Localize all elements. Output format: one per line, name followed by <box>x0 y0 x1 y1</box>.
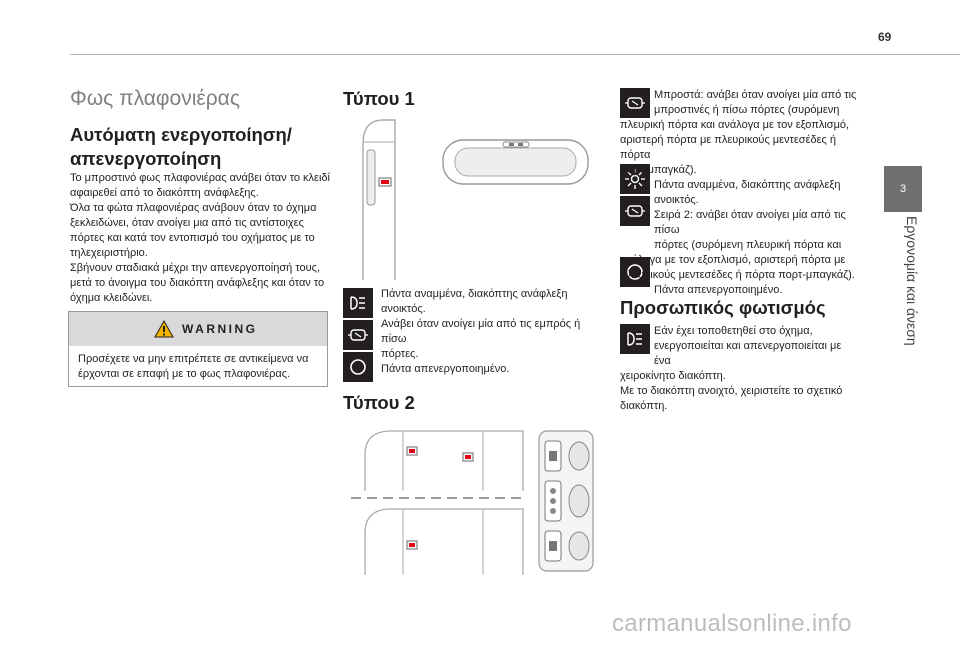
text-line: Σβήνουν σταδιακά μέχρι την απενεργοποίησ… <box>70 262 321 274</box>
text-line: Πάντα αναμμένα, διακόπτης ανάφλεξη <box>654 179 841 191</box>
right-text-a: Μπροστά: ανάβει όταν ανοίγει μία από τις… <box>620 88 860 298</box>
type1-title: Τύπου 1 <box>343 88 415 109</box>
text-line: πλευρική πόρτα και ανάλογα με τον εξοπλι… <box>620 119 850 131</box>
text-line: Εάν έχει τοποθετηθεί στο όχημα, <box>654 325 813 337</box>
text-line: έρχονται σε επαφή με το φως πλαφονιέρας. <box>78 368 291 380</box>
text-line: αφαιρεθεί από το διακόπτη ανάφλεξης. <box>70 187 259 199</box>
text-line: όχημα κλειδώνει. <box>70 292 153 304</box>
lamp-auto-icon <box>343 288 373 318</box>
type2-title: Τύπου 2 <box>343 392 415 413</box>
type1-illustration <box>362 119 589 280</box>
page-number: 69 <box>878 30 892 44</box>
chapter-tab[interactable]: 3 <box>884 166 922 212</box>
intro-paragraph: Το μπροστινό φως πλαφονιέρας ανάβει όταν… <box>70 171 330 306</box>
type2-illustration <box>351 430 594 575</box>
warning-triangle-icon <box>154 320 174 338</box>
text-line: μετά το άνοιγμα του διακόπτη ανάφλεξης κ… <box>70 277 325 289</box>
top-rule <box>70 54 960 55</box>
lamp-off-icon <box>620 257 650 287</box>
door-lamp-icon <box>343 320 373 350</box>
text-line: χειροκίνητο διακόπτη. <box>620 370 726 382</box>
text-line: πλευρικούς μεντεσέδες ή πόρτα πορτ-μπαγκ… <box>620 269 855 281</box>
reading-lamp-text: Εάν έχει τοποθετηθεί στο όχημα, ενεργοπο… <box>620 324 860 414</box>
text-line: ανάλογα με τον εξοπλισμό, αριστερή πόρτα… <box>620 254 846 266</box>
chapter-number: 3 <box>899 183 907 195</box>
section-title: Φως πλαφονιέρας <box>70 87 240 110</box>
text-line: Προσέχετε να μην επιτρέπετε σε αντικείμε… <box>78 353 309 365</box>
text-line: πόρτες (συρόμενη πλευρική πόρτα και <box>654 239 842 251</box>
text-line: Όλα τα φώτα πλαφονιέρας ανάβουν όταν το … <box>70 202 317 214</box>
text-line: ανοικτός. <box>654 194 699 206</box>
lamp-auto-icon <box>620 324 650 354</box>
text-line: Μπροστά: ανάβει όταν ανοίγει μία από τις <box>654 89 857 101</box>
text-line: διακόπτη. <box>620 400 668 412</box>
text-line: πόρτες. <box>381 348 419 360</box>
text-line: αριστερή πόρτα με πλευρικούς μεντεσέδες … <box>620 134 836 161</box>
reading-lamp-title: Προσωπικός φωτισμός <box>620 297 826 318</box>
text-line: πορτ-μπαγκάζ). <box>620 164 697 176</box>
warning-title: WARNING <box>182 322 258 336</box>
text-line: Πάντα αναμμένα, διακόπτης ανάφλεξη <box>381 288 568 300</box>
text-line: τηλεχειριστήριο. <box>70 247 148 259</box>
warning-text: Προσέχετε να μην επιτρέπετε σε αντικείμε… <box>78 352 318 382</box>
door-lamp-icon <box>620 88 650 118</box>
type1-text: Πάντα αναμμένα, διακόπτης ανάφλεξη ανοικ… <box>381 287 601 377</box>
chapter-label: Εργονομία και άνεση <box>904 216 920 346</box>
subtitle-line-1: Αυτόματη ενεργοποίηση/ <box>70 124 292 145</box>
text-line: Με το διακόπτη ανοιχτό, χειριστείτε το σ… <box>620 385 843 397</box>
text-line: Ανάβει όταν ανοίγει μία από τις εμπρός ή… <box>381 318 581 345</box>
watermark: carmanualsonline.info <box>612 610 852 637</box>
subtitle-line-2: απενεργοποίηση <box>70 148 222 169</box>
text-line: πόρτες και κατά τον εντοπισμό του οχήματ… <box>70 232 315 244</box>
type1-icons <box>343 288 373 382</box>
text-line: ενεργοποιείται και απενεργοποιείται με έ… <box>654 340 842 367</box>
text-line: Πάντα απενεργοποιημένο. <box>654 284 783 296</box>
text-line: Το μπροστινό φως πλαφονιέρας ανάβει όταν… <box>70 172 330 184</box>
text-line: Πάντα απενεργοποιημένο. <box>381 363 510 375</box>
text-line: ανοικτός. <box>381 303 426 315</box>
warning-header: WARNING <box>69 312 327 346</box>
warning-box: WARNING Προσέχετε να μην επιτρέπετε σε α… <box>68 311 328 387</box>
door-lamp-row2-icon <box>620 196 650 226</box>
text-line: Σειρά 2: ανάβει όταν ανοίγει μία από τις… <box>654 209 846 236</box>
text-line: μπροστινές ή πίσω πόρτες (συρόμενη <box>654 104 840 116</box>
right-icons-top <box>620 88 650 118</box>
text-line: ξεκλειδώνει, όταν ανοίγει μια από τις αν… <box>70 217 304 229</box>
sun-lamp-icon <box>620 164 650 194</box>
lamp-off-icon <box>343 352 373 382</box>
